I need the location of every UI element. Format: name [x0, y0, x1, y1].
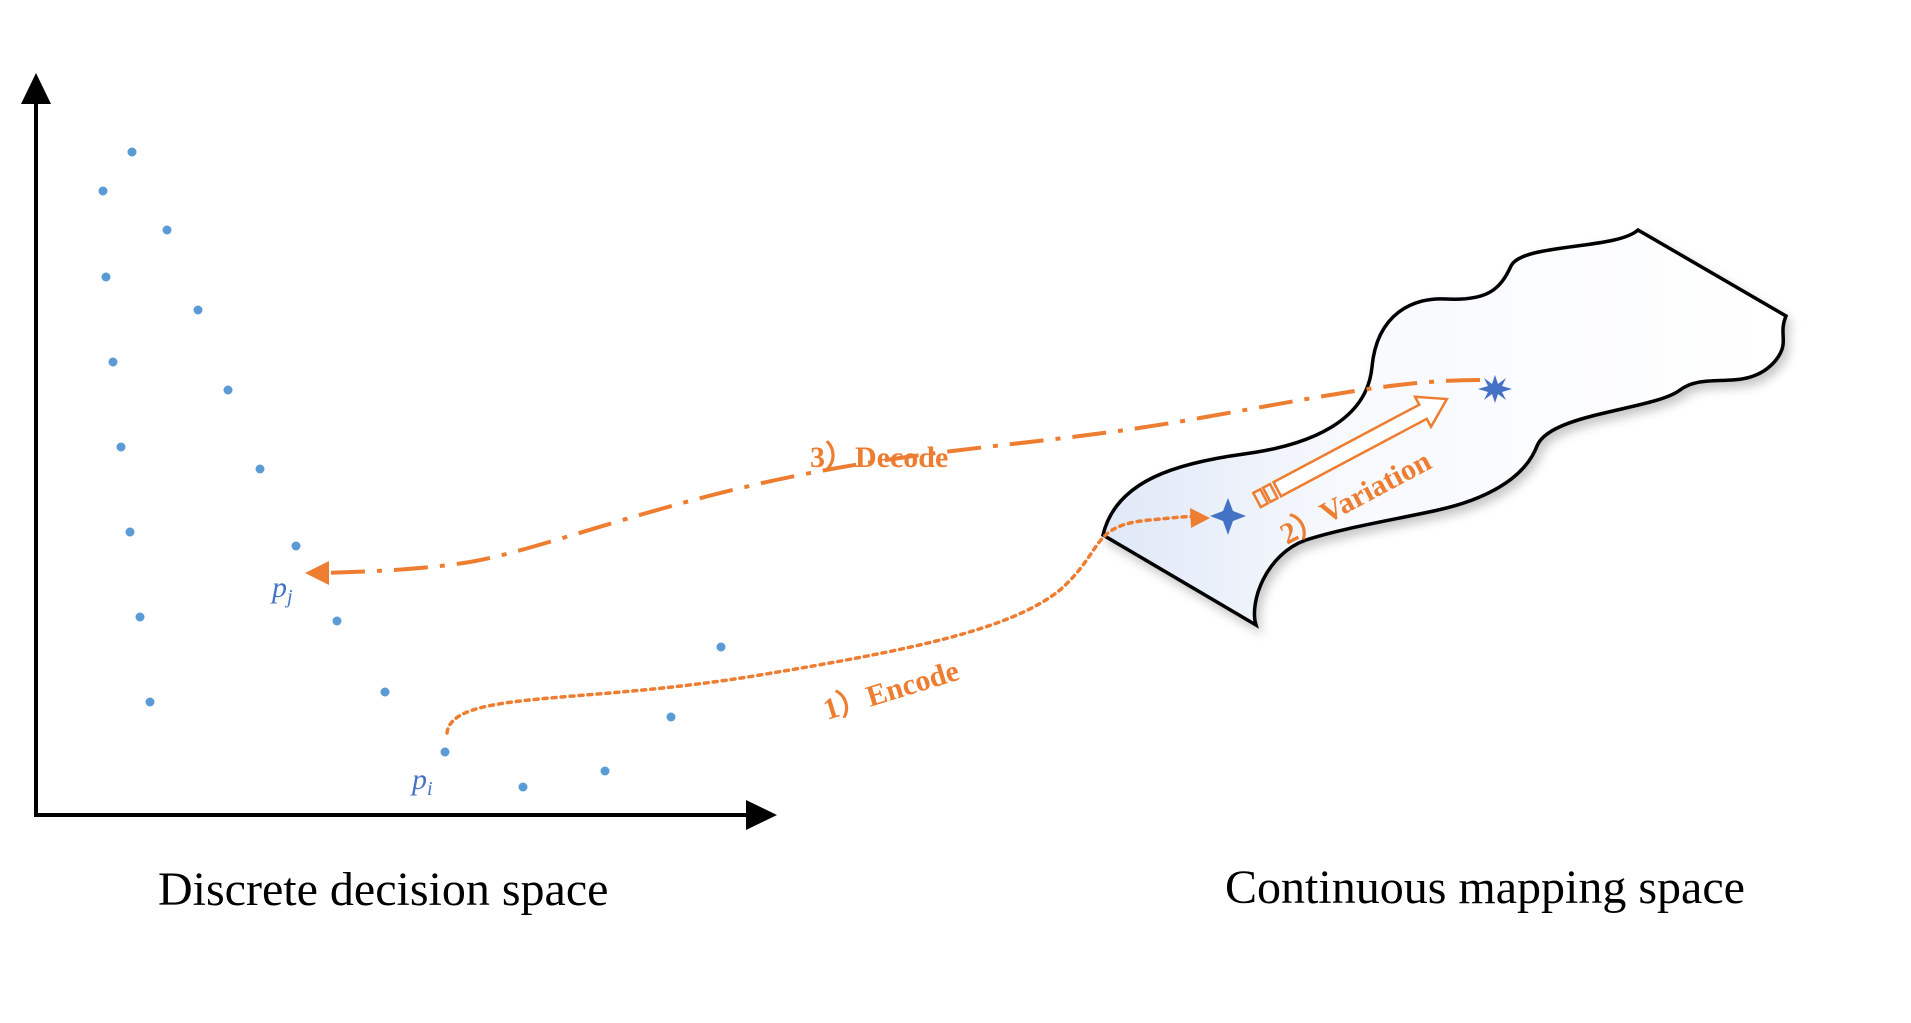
variation-arrow: [1251, 395, 1449, 509]
point-label-pj: pj: [270, 571, 293, 608]
solution-dot: [380, 687, 390, 697]
solution-dot: [125, 527, 135, 537]
solution-dot: [600, 766, 610, 776]
solution-dot: [223, 385, 233, 395]
solution-dot: [127, 147, 137, 157]
point-label-pi: pi: [410, 763, 433, 800]
encode-arrow-path: [445, 514, 1197, 735]
solution-dot: [291, 541, 301, 551]
solution-dot: [440, 747, 450, 757]
solution-dots: [98, 147, 726, 792]
axes: [21, 73, 777, 830]
variation-arrow-tail-box: [1261, 482, 1280, 504]
solution-dot: [518, 782, 528, 792]
continuous-mapping-sheet: [1100, 227, 1789, 629]
solution-dot: [193, 305, 203, 315]
variation-arrow-tail-box: [1251, 487, 1270, 509]
y-axis-arrowhead: [21, 73, 51, 104]
solution-dot: [666, 712, 676, 722]
solution-dot: [135, 612, 145, 622]
decode-arrow-path: [319, 378, 1481, 575]
solution-dot: [98, 186, 108, 196]
encode-arrowhead: [1190, 508, 1210, 528]
variation-arrow-body: [1271, 395, 1449, 498]
eight-point-star-icon: [1478, 375, 1512, 403]
decode-arrowhead: [305, 561, 329, 585]
solution-dot: [108, 357, 118, 367]
solution-dot: [255, 464, 265, 474]
x-axis-arrowhead: [746, 800, 777, 830]
four-point-star-icon: [1210, 498, 1246, 535]
solution-dot: [145, 697, 155, 707]
solution-dot: [716, 642, 726, 652]
caption-continuous-mapping-space: Continuous mapping space: [1225, 861, 1745, 914]
solution-dot: [162, 225, 172, 235]
caption-discrete-decision-space: Discrete decision space: [158, 863, 608, 916]
encode-label: 1）Encode: [819, 653, 963, 726]
solution-dot: [116, 442, 126, 452]
solution-dot: [101, 272, 111, 282]
solution-dot: [332, 616, 342, 626]
decode-label: 3）Decode: [810, 440, 948, 474]
